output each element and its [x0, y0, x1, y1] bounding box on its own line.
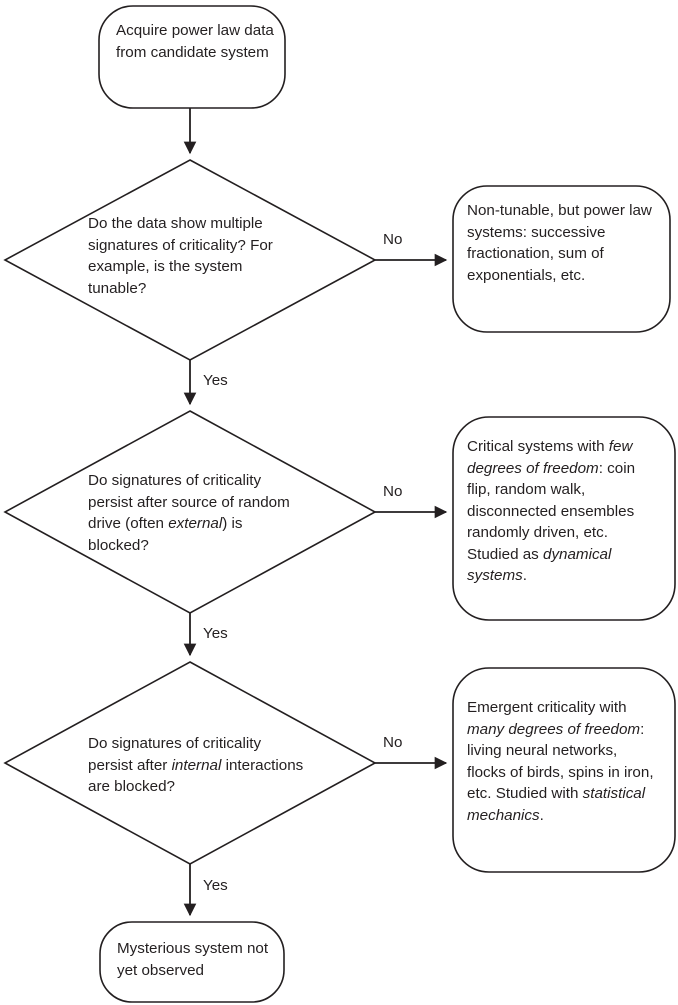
node-decision3-label-part1: Do signatures of criticality persist aft… [88, 735, 266, 774]
node-outcome1-shape [452, 185, 671, 333]
node-outcome3-label-italic1: many degrees of freedom [467, 720, 641, 738]
node-decision2-label-part1: Do signatures of criticality persist aft… [88, 472, 294, 532]
node-outcome3-label-italic2: statistical mechanics [467, 785, 650, 824]
node-outcome2-label-part3: . [522, 567, 527, 584]
node-outcome2-label-part2: : coin flip, random walk, disconnected e… [467, 459, 640, 563]
node-outcome3-label-part1: Emergent criticality with [467, 699, 631, 716]
node-outcome2-label: Critical systems with few degrees of fre… [467, 436, 659, 587]
node-end-label: Mysterious system not yet observed [117, 940, 273, 979]
node-decision1-label: Do the data show multiple signatures of … [88, 215, 278, 297]
node-outcome2-label-italic1: few degrees of freedom [467, 438, 637, 477]
node-outcome2-label-italic2: dynamical systems [467, 545, 616, 585]
edge-label-decision1-yes: Yes [203, 372, 228, 389]
node-outcome2-label-part1: Critical systems with [467, 438, 609, 455]
node-outcome1-label: Non-tunable, but power law systems: succ… [467, 202, 657, 284]
node-outcome3-label-part3: . [539, 806, 544, 824]
edge-label-decision3-yes: Yes [203, 877, 228, 894]
node-outcome3-label-part2: : living neural networks, flocks of bird… [467, 720, 658, 803]
edge-label-decision2-no: No [383, 483, 403, 500]
node-decision2-label-part2: ) is blocked? [88, 515, 247, 554]
node-decision2-label-italic: external [168, 515, 223, 532]
edge-label-decision3-no: No [383, 734, 403, 751]
node-outcome2-shape [452, 416, 676, 621]
edge-label-decision1-no: No [383, 231, 403, 248]
node-decision3-label: Do signatures of criticality persist aft… [88, 733, 305, 798]
edge-label-decision2-yes: Yes [203, 625, 228, 642]
node-outcome3-label: Emergent criticality with many degrees o… [467, 697, 659, 826]
node-outcome3-shape [452, 667, 676, 873]
node-decision3-label-italic: internal [171, 756, 222, 774]
node-decision2-label: Do signatures of criticality persist aft… [88, 470, 303, 556]
node-start-shape [98, 5, 286, 109]
node-decision3-label-part2: interactions are blocked? [88, 756, 308, 796]
node-end-shape [99, 921, 285, 1003]
node-start-label: Acquire power law data from candidate sy… [116, 22, 279, 61]
